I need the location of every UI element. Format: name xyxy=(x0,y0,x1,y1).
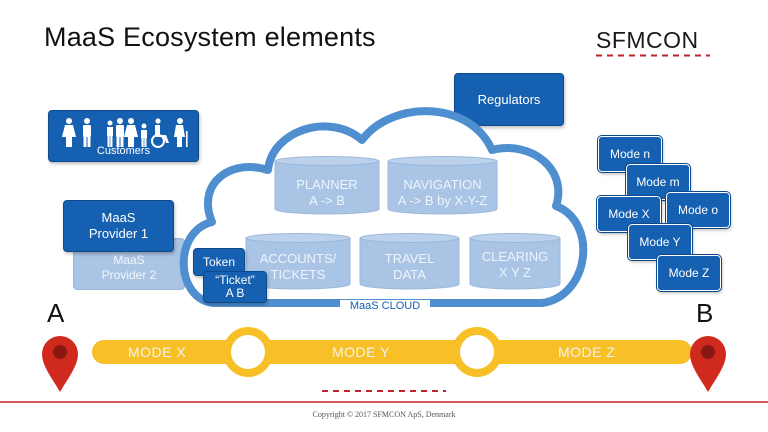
cloud-label: MaaS CLOUD xyxy=(340,300,430,312)
accounts-sub: TICKETS xyxy=(270,267,326,282)
woman-icon xyxy=(62,118,76,147)
navigation-sub: A -> B by X-Y-Z xyxy=(397,193,488,208)
point-a-label: A xyxy=(47,298,65,328)
provider-2-line-2: Provider 2 xyxy=(101,268,157,282)
mode-o-box: Mode o xyxy=(665,191,731,229)
maas-provider-1-box: MaaS Provider 1 xyxy=(63,200,174,252)
elderly-icon xyxy=(174,118,188,147)
customers-box: Customers xyxy=(48,110,199,162)
logo-underline xyxy=(596,54,710,57)
man-icon xyxy=(83,118,91,147)
road-mode-z-label: MODE Z xyxy=(558,344,616,360)
planner-label: PLANNER A -> B xyxy=(275,177,379,209)
ticket-route: A B xyxy=(225,286,245,300)
planner-title: PLANNER xyxy=(296,177,358,192)
child-icon xyxy=(141,123,147,147)
provider-2-line-1: MaaS xyxy=(113,253,145,267)
clearing-title: CLEARING xyxy=(481,249,549,264)
provider-1-line-2: Provider 1 xyxy=(88,226,149,241)
transfer-ring-2 xyxy=(452,327,502,377)
ticket-box: “Ticket” A B xyxy=(203,271,267,303)
pin-b-icon xyxy=(690,336,726,392)
travel-data-label: TRAVEL DATA xyxy=(360,251,459,283)
navigation-label: NAVIGATION A -> B by X-Y-Z xyxy=(388,177,497,209)
pin-a-icon xyxy=(42,336,78,392)
regulators-box: Regulators xyxy=(454,73,564,126)
road-mode-y-label: MODE Y xyxy=(332,344,390,360)
road-mode-x-label: MODE X xyxy=(128,344,187,360)
planner-sub: A -> B xyxy=(309,193,345,208)
cloud-cylinders xyxy=(245,156,561,290)
travel-sub: DATA xyxy=(393,267,426,282)
family-icon xyxy=(107,118,138,147)
travel-title: TRAVEL xyxy=(384,251,435,266)
copyright-text: Copyright © 2017 SFMCON ApS, Denmark xyxy=(312,410,456,419)
provider-1-line-1: MaaS xyxy=(101,210,136,225)
ticket-title: “Ticket” xyxy=(215,273,255,287)
clearing-sub: X Y Z xyxy=(498,265,532,280)
page-title: MaaS Ecosystem elements xyxy=(44,22,376,52)
customers-label: Customers xyxy=(96,145,151,157)
point-b-label: B xyxy=(696,298,714,328)
accounts-title: ACCOUNTS/ xyxy=(259,251,337,266)
people-icons xyxy=(62,118,188,148)
accounts-label: ACCOUNTS/ TICKETS xyxy=(246,251,350,283)
sfmcon-logo: SFMCON xyxy=(596,27,699,53)
navigation-title: NAVIGATION xyxy=(403,177,482,192)
transfer-ring-1 xyxy=(223,327,273,377)
clearing-label: CLEARING X Y Z xyxy=(470,249,560,281)
mode-z-box: Mode Z xyxy=(656,254,722,292)
wheelchair-icon xyxy=(151,118,169,148)
